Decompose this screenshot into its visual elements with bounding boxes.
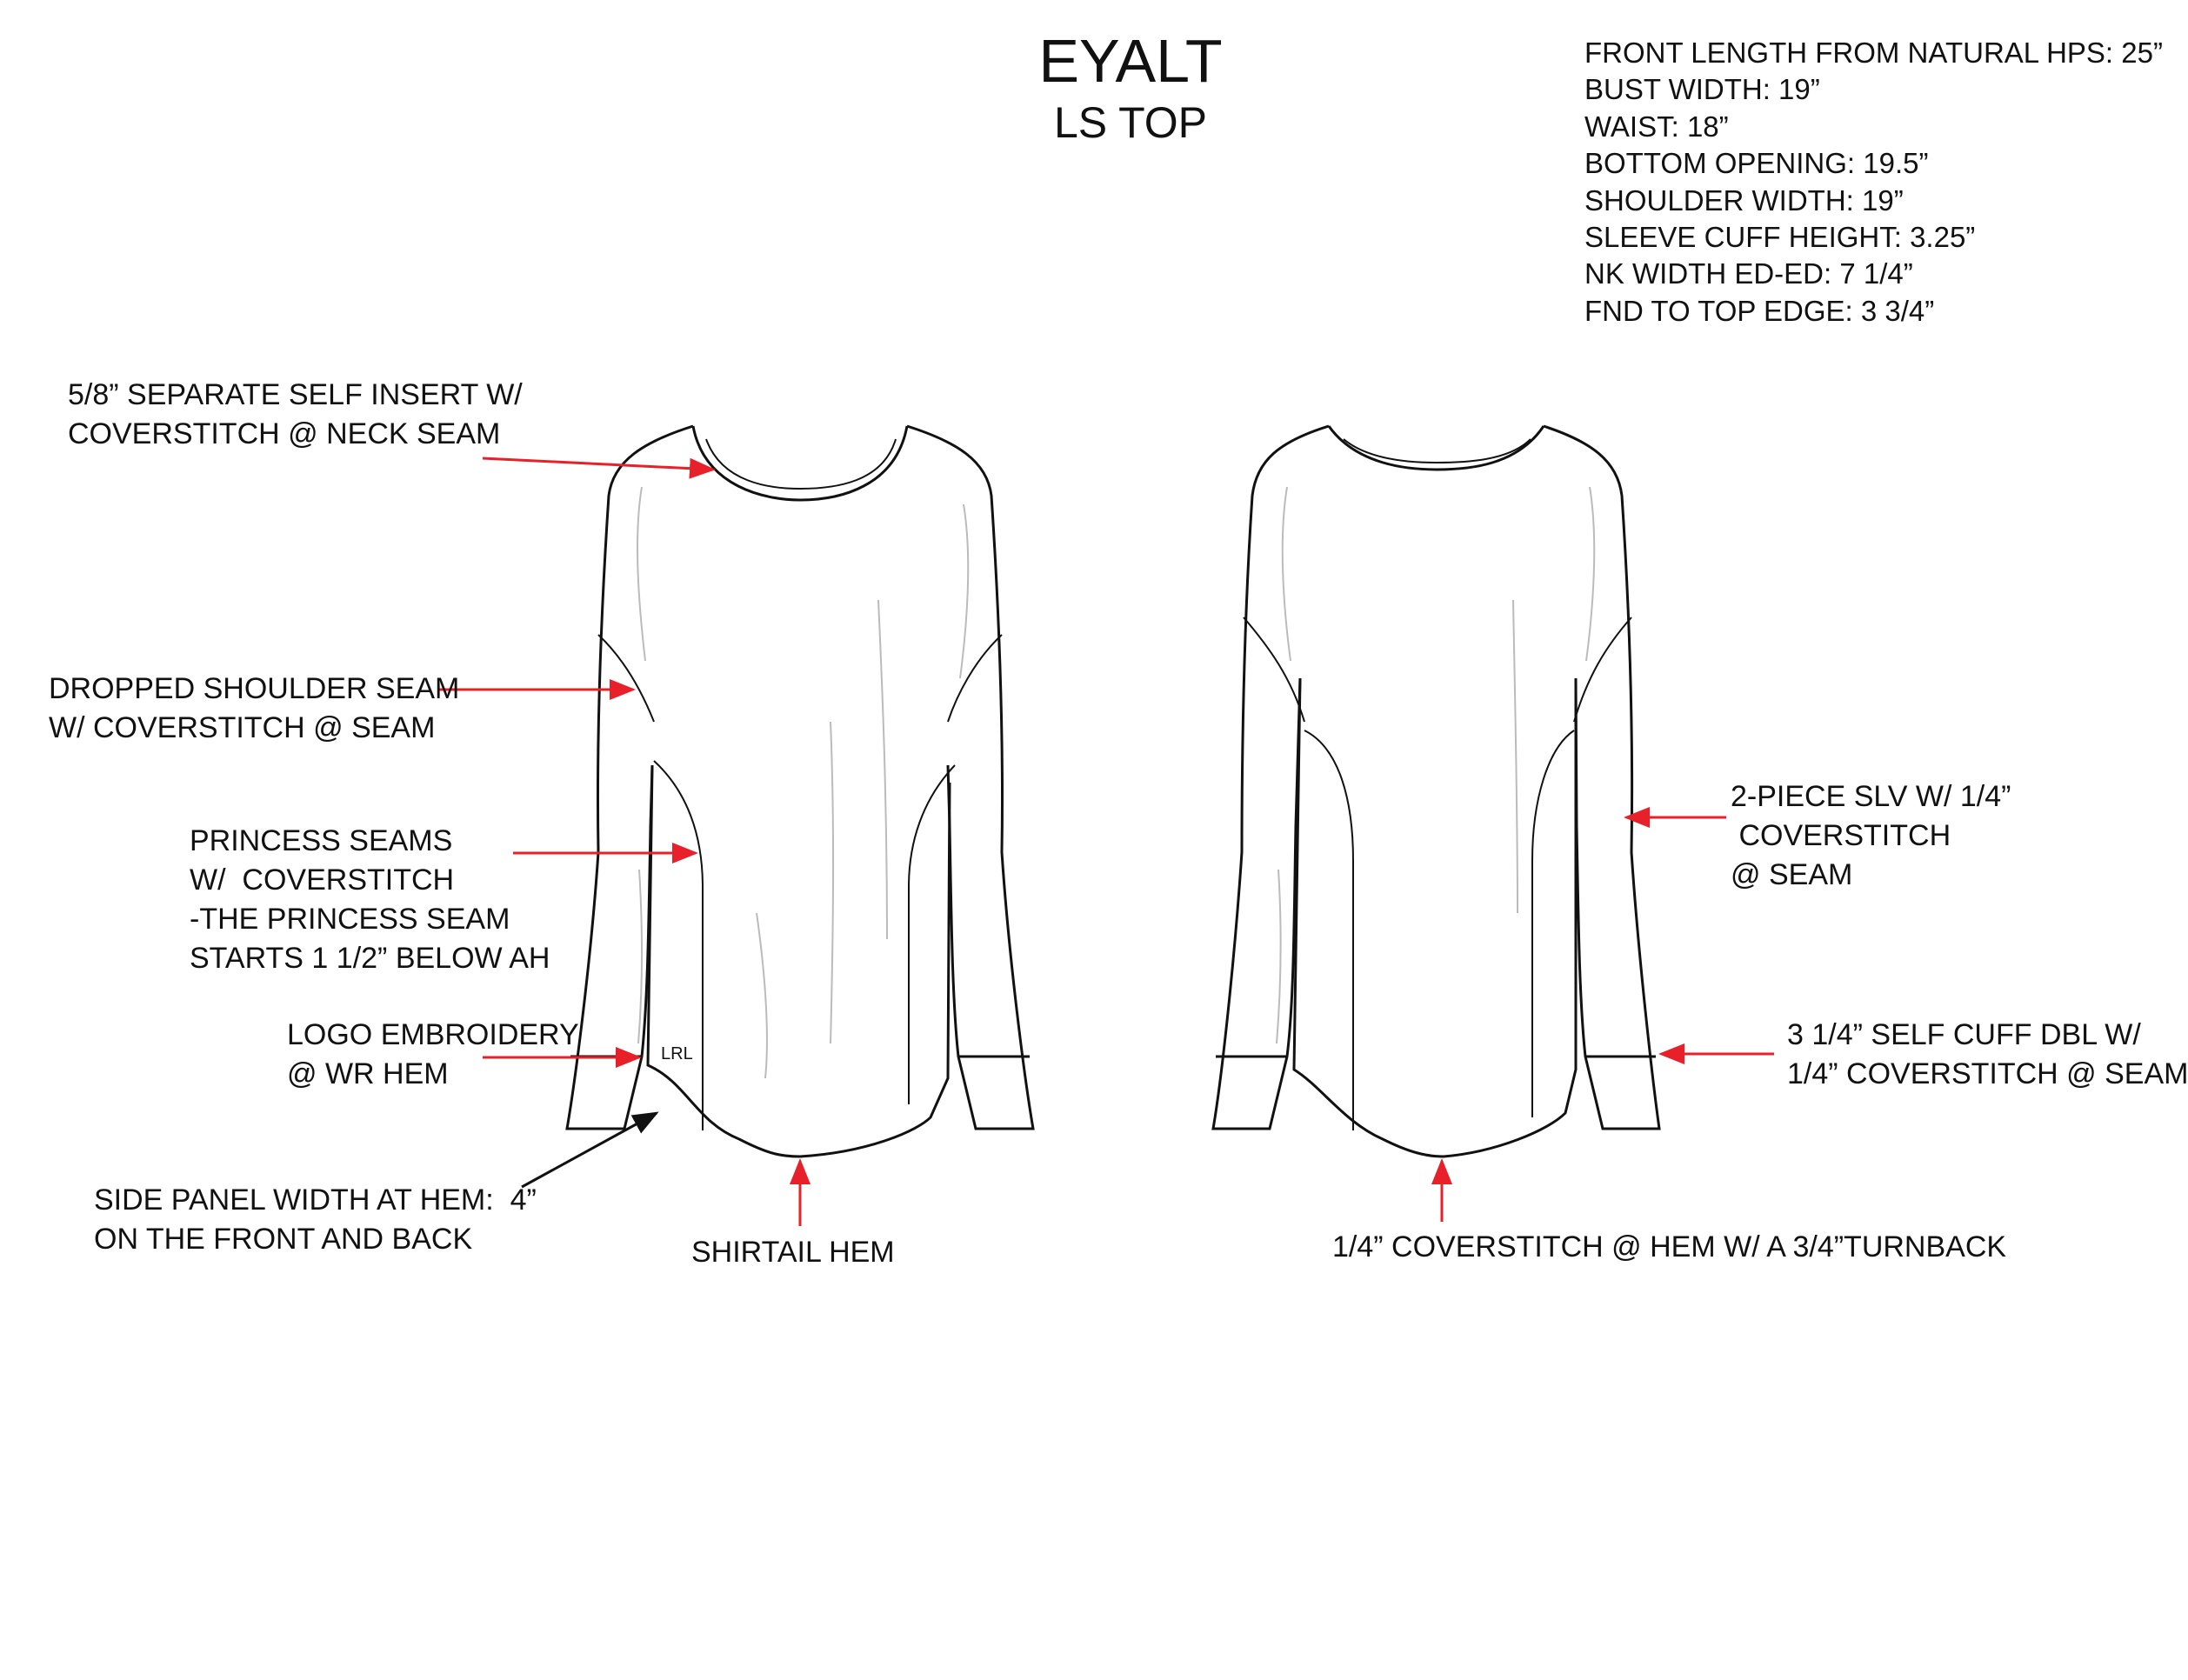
callout-line: SHIRTAIL HEM	[691, 1236, 895, 1269]
back-right-princess-seam	[1531, 730, 1575, 1117]
front-left-princess-seam	[653, 760, 704, 1130]
callout-neck-seam: 5/8” SEPARATE SELF INSERT W/ COVERSTITCH…	[68, 376, 523, 454]
callout-line: @ SEAM	[1731, 858, 1853, 891]
back-neck-band	[1343, 438, 1531, 464]
callout-shirttail-hem: SHIRTAIL HEM	[691, 1233, 895, 1272]
callout-line: 5/8” SEPARATE SELF INSERT W/	[68, 378, 523, 411]
callout-side-panel: SIDE PANEL WIDTH AT HEM: 4” ON THE FRONT…	[94, 1181, 537, 1259]
callout-line: 2-PIECE SLV W/ 1/4”	[1731, 780, 2011, 813]
callout-line: W/ COVERSTITCH	[190, 863, 455, 897]
front-fold-lines	[637, 486, 970, 1079]
callout-dropped-shoulder: DROPPED SHOULDER SEAM W/ COVERSTITCH @ S…	[49, 670, 459, 748]
callout-line: 1/4” COVERSTITCH @ SEAM	[1787, 1057, 2188, 1090]
callout-line: COVERSTITCH @ NECK SEAM	[68, 417, 501, 450]
back-right-sleeve	[1543, 424, 1661, 1130]
back-left-princess-seam	[1304, 730, 1354, 1130]
callout-line: 3 1/4” SELF CUFF DBL W/	[1787, 1018, 2141, 1051]
callout-line: SIDE PANEL WIDTH AT HEM: 4”	[94, 1183, 537, 1217]
callout-two-piece-sleeve: 2-PIECE SLV W/ 1/4” COVERSTITCH @ SEAM	[1731, 777, 2011, 895]
back-neckline	[1327, 425, 1545, 471]
arrow-side-panel	[521, 1111, 659, 1189]
callout-line: 1/4” COVERSTITCH @ HEM W/ A 3/4”TURNBACK	[1332, 1230, 2007, 1263]
front-left-shoulder-seam	[597, 634, 655, 723]
spec-line: SHOULDER WIDTH: 19”	[1584, 183, 1904, 217]
arrow-neck-seam	[482, 457, 716, 479]
spec-line: FND TO TOP EDGE: 3 3/4”	[1584, 294, 1935, 327]
back-fold-lines	[1276, 486, 1596, 1044]
callout-line: PRINCESS SEAMS	[190, 824, 453, 857]
callout-line: DROPPED SHOULDER SEAM	[49, 672, 460, 705]
callout-self-cuff: 3 1/4” SELF CUFF DBL W/ 1/4” COVERSTITCH…	[1787, 1016, 2188, 1094]
spec-list: FRONT LENGTH FROM NATURAL HPS: 25” BUST …	[1584, 35, 2163, 330]
callout-line: STARTS 1 1/2” BELOW AH	[190, 942, 550, 975]
spec-line: NK WIDTH ED-ED: 7 1/4”	[1584, 257, 1913, 290]
spec-line: SLEEVE CUFF HEIGHT: 3.25”	[1584, 221, 1976, 254]
back-right-shoulder-seam	[1573, 617, 1632, 723]
spec-line: BUST WIDTH: 19”	[1584, 73, 1820, 106]
front-neck-band	[705, 438, 897, 490]
callout-line: -THE PRINCESS SEAM	[190, 903, 510, 936]
back-view	[1211, 424, 1661, 1158]
spec-line: FRONT LENGTH FROM NATURAL HPS: 25”	[1584, 37, 2163, 69]
spec-line: WAIST: 18”	[1584, 110, 1729, 143]
callout-line: COVERSTITCH	[1731, 819, 1951, 852]
back-left-sleeve	[1211, 424, 1330, 1130]
back-body	[1292, 677, 1578, 1158]
callout-logo-embroidery: LOGO EMBROIDERY @ WR HEM	[287, 1016, 579, 1094]
front-right-shoulder-seam	[947, 634, 1003, 723]
back-left-shoulder-seam	[1243, 617, 1305, 723]
callout-line: ON THE FRONT AND BACK	[94, 1223, 473, 1256]
front-body	[646, 764, 951, 1158]
style-subtitle: LS TOP	[1053, 98, 1208, 147]
front-right-princess-seam	[908, 764, 956, 1104]
callout-arrows	[439, 457, 1774, 1226]
front-left-side-panel	[647, 764, 653, 1066]
callout-back-hem: 1/4” COVERSTITCH @ HEM W/ A 3/4”TURNBACK	[1332, 1228, 2006, 1267]
style-title: EYALT	[1038, 27, 1223, 95]
front-right-sleeve	[906, 424, 1035, 1130]
logo-embroidery-mark: LRL	[661, 1044, 693, 1063]
callout-princess-seams: PRINCESS SEAMS W/ COVERSTITCH -THE PRINC…	[190, 822, 550, 978]
callout-line: @ WR HEM	[287, 1057, 449, 1090]
callout-line: LOGO EMBROIDERY	[287, 1018, 579, 1051]
front-left-sleeve	[565, 424, 694, 1130]
callout-line: W/ COVERSTITCH @ SEAM	[49, 711, 436, 744]
spec-line: BOTTOM OPENING: 19.5”	[1584, 147, 1929, 180]
